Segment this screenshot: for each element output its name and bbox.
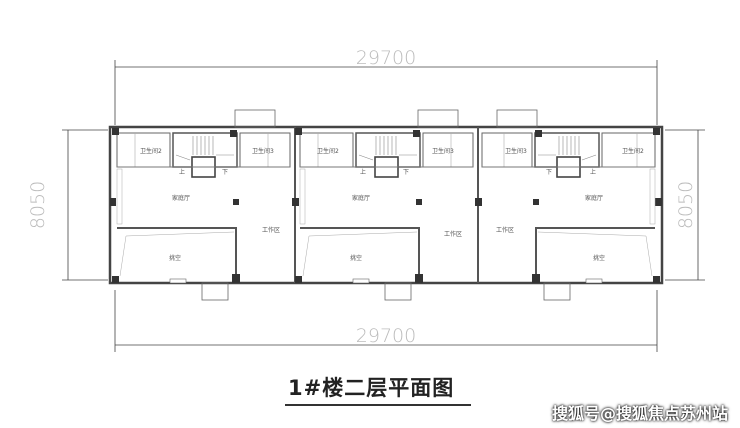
room-label-bath2: 卫生间2 <box>317 147 339 155</box>
room-label-family-hall: 家庭厅 <box>585 194 603 202</box>
unit-1 <box>109 109 291 301</box>
dimension-depth-left: 8050 <box>27 181 49 229</box>
room-label-void: 挑空 <box>350 254 362 262</box>
room-label-bath3: 卫生间3 <box>252 147 274 155</box>
dimension-width-top: 29700 <box>356 47 416 69</box>
room-label-void: 挑空 <box>169 254 181 262</box>
room-label-family-hall: 家庭厅 <box>352 194 370 202</box>
dimension-depth-right: 8050 <box>675 181 697 229</box>
stair-up-label: 上 <box>590 168 596 176</box>
watermark: 搜狐号@搜狐焦点苏州站 <box>551 404 728 423</box>
dimension-lines <box>62 60 705 352</box>
room-label-void: 挑空 <box>593 254 605 262</box>
room-label-bath3: 卫生间3 <box>505 147 527 155</box>
unit-2 <box>292 109 474 301</box>
title-underline <box>285 404 471 406</box>
room-label-work-area: 工作区 <box>444 230 462 238</box>
stair-down-label: 下 <box>222 169 228 176</box>
unit-3 <box>481 109 663 301</box>
plan-title: 1#楼二层平面图 <box>288 376 455 400</box>
room-label-family-hall: 家庭厅 <box>172 194 190 202</box>
room-label-bath2: 卫生间2 <box>140 147 162 155</box>
room-label-work-area: 工作区 <box>262 226 280 234</box>
room-label-bath3: 卫生间3 <box>432 147 454 155</box>
stair-up-label: 上 <box>360 168 366 176</box>
stair-up-label: 上 <box>179 168 185 176</box>
stair-down-label: 下 <box>546 169 552 176</box>
stair-down-label: 下 <box>403 169 409 176</box>
room-label-bath2: 卫生间2 <box>622 147 644 155</box>
room-label-work-area: 工作区 <box>496 226 514 234</box>
column <box>475 198 482 206</box>
dimension-width-bottom: 29700 <box>356 325 416 347</box>
